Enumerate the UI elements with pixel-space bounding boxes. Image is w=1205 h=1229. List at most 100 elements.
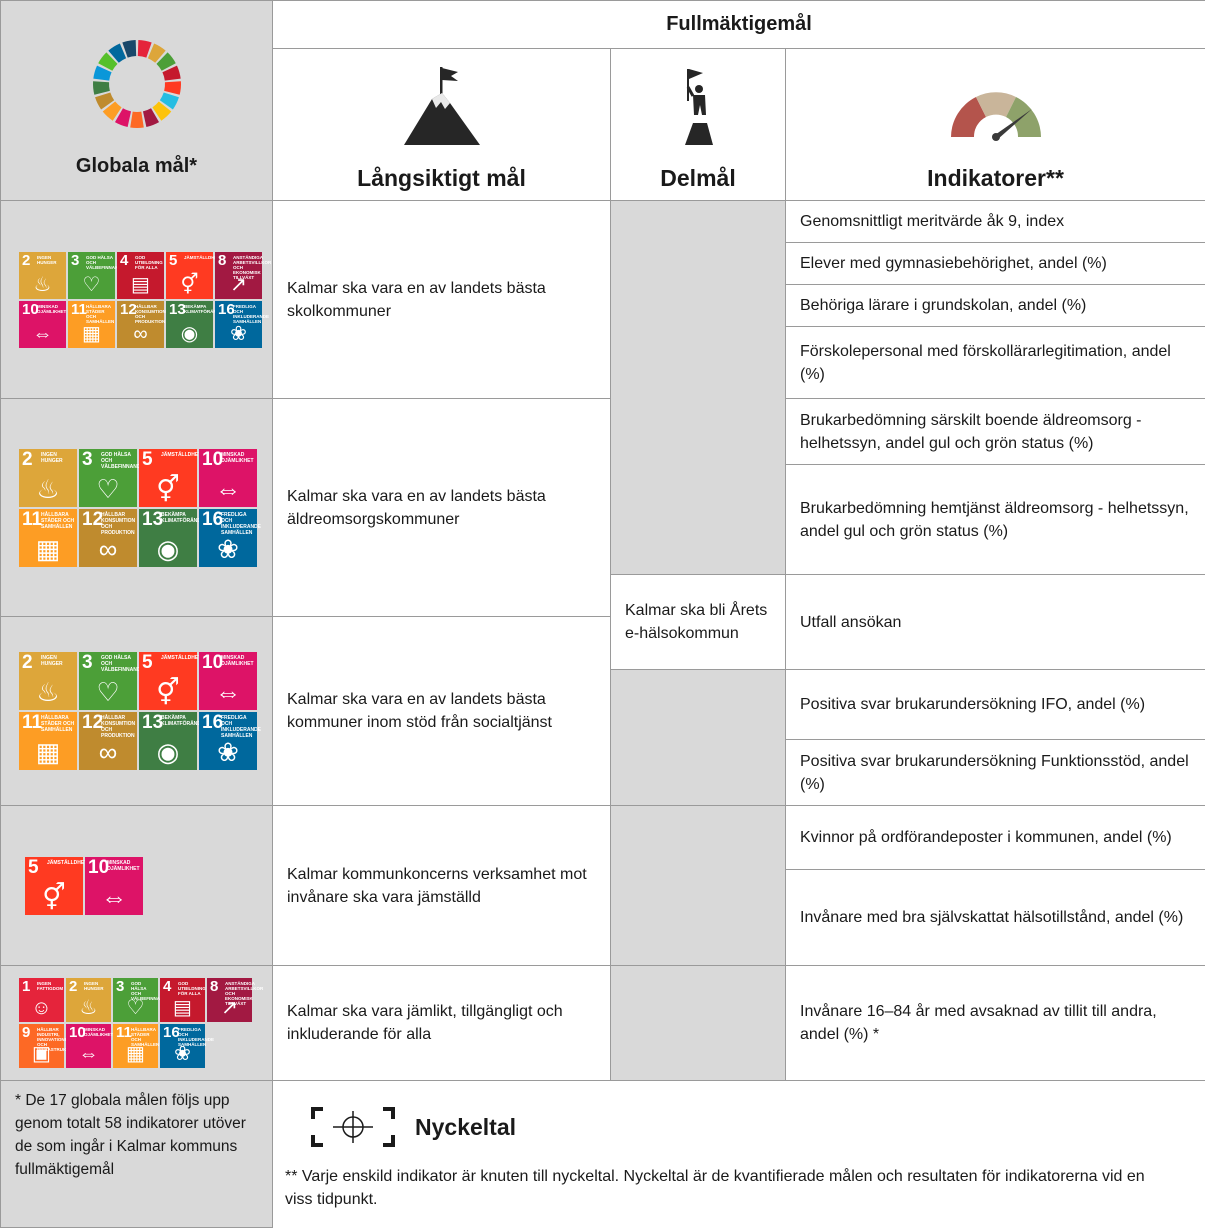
sdg-label: Minskad ojämlikhet: [84, 1027, 114, 1037]
sdg-number: 11: [22, 712, 43, 733]
sdg-wheel-segment: [147, 43, 166, 63]
sdg-number: 12: [82, 508, 104, 530]
sdg-tile-11: 11Hållbara städer och samhällen▦: [113, 1024, 160, 1068]
sdg-cell-row5: 1Ingen fattigdom☺2Ingen hunger♨3God häls…: [0, 965, 273, 1081]
fullmaktige-header: Fullmäktigemål: [271, 0, 1205, 49]
sdg-wheel-segment: [151, 101, 171, 121]
sdg-grid: 2Ingen hunger♨3God hälsa och välbefinnan…: [1, 251, 272, 348]
sdg-label: Hållbara städer och samhällen: [131, 1027, 160, 1047]
sdg-grid: 1Ingen fattigdom☺2Ingen hunger♨3God häls…: [1, 978, 272, 1068]
sdg-label: God hälsa och välbefinnande: [101, 451, 144, 470]
sdg-label: Minskad ojämlikhet: [37, 303, 67, 314]
delmal-cell: Kalmar ska bli Årets e-hälsokommun: [610, 574, 786, 670]
city-icon: ▦: [126, 1043, 145, 1065]
cubes-icon: ▣: [32, 1043, 51, 1065]
sdg-wheel-segment: [163, 81, 181, 95]
sdg-number: 13: [169, 300, 186, 318]
dove-icon: ❀: [230, 322, 247, 345]
sdg-label: Minskad ojämlikhet: [107, 859, 140, 872]
sdg-number: 10: [22, 300, 39, 318]
bowl-icon: ♨: [79, 997, 98, 1019]
city-icon: ▦: [82, 322, 101, 345]
sdg-wheel-segment: [129, 111, 144, 128]
dove-icon: ❀: [217, 533, 239, 564]
gender-icon: ⚥: [42, 881, 66, 912]
sdg-number: 5: [28, 856, 39, 878]
sdg-tile-16: 16Fredliga och inkluderande samhällen❀: [199, 712, 261, 770]
heartbeat-icon: ♡: [126, 997, 145, 1019]
nyckeltal-cell: Nyckeltal ** Varje enskild indikator är …: [273, 1081, 1205, 1228]
sdg-tile-8: 8Anständiga arbetsvillkor och ekonomisk …: [207, 978, 263, 1022]
book-icon: ▤: [173, 997, 192, 1019]
bowl-icon: ♨: [33, 273, 52, 296]
longterm-goal: Kalmar ska vara en av landets bästa äldr…: [272, 398, 611, 617]
sdg-wheel-segment: [142, 108, 159, 127]
sdg-tile-10: 10Minskad ojämlikhet ⇔: [66, 1024, 114, 1068]
sdg-label: Hållbar konsumtion och produktion: [101, 715, 136, 739]
sdg-label: God hälsa och välbefinnande: [86, 254, 125, 270]
indicator-cell: Positiva svar brukarundersökning IFO, an…: [784, 669, 1205, 740]
sdg-number: 2: [22, 448, 33, 470]
longterm-goal: Kalmar ska vara jämlikt, tillgängligt oc…: [272, 965, 611, 1081]
sdg-tile-11: 11Hållbara städer och samhällen▦: [68, 300, 115, 348]
sdg-tile-10: 10Minskad ojämlikhet⇔: [199, 448, 257, 507]
sdg-number: 4: [163, 978, 172, 995]
sdg-tile-2: 2Ingen hunger♨: [19, 448, 77, 507]
indikatorer-header: Indikatorer**: [784, 48, 1205, 201]
infinity-icon: ∞: [98, 737, 118, 767]
sdg-wheel-segment: [121, 40, 136, 58]
bowl-icon: ♨: [36, 677, 60, 707]
dove-icon: ❀: [217, 737, 239, 767]
indicator-cell: Förskolepersonal med förskollärarlegitim…: [784, 326, 1205, 399]
sdg-tile-13: 13Bekämpa klimatförändringarna◉: [139, 712, 228, 770]
sdg-number: 10: [88, 856, 110, 878]
longterm-goal: Kalmar kommunkoncerns verksamhet mot inv…: [272, 805, 611, 966]
sdg-tile-3: 3God hälsa och välbefinnande♡: [79, 448, 144, 507]
gender-icon: ⚥: [156, 677, 180, 707]
indicator-cell: Positiva svar brukarundersökning Funktio…: [784, 739, 1205, 806]
sdg-label: Ingen hunger: [41, 451, 63, 464]
sdg-label: Ingen hunger: [84, 981, 104, 991]
indicator-cell: Utfall ansökan: [784, 574, 1205, 670]
sdg-label: Minskad ojämlikhet: [221, 655, 254, 667]
sdg-number: 3: [116, 978, 125, 995]
city-icon: ▦: [35, 533, 61, 564]
growth-icon: ↗: [230, 273, 247, 296]
sdg-tile-16: 16Fredliga och inkluderande samhällen❀: [160, 1024, 214, 1068]
equality-icon: ⇔: [78, 1043, 99, 1065]
equality-icon: ⇔: [215, 677, 241, 707]
delmal-empty-cell: [610, 200, 786, 575]
family-icon: ☺: [31, 997, 52, 1019]
sdg-label: Fredliga och inkluderande samhällen: [221, 715, 261, 739]
sdg-label: Hållbar konsumtion och produktion: [135, 303, 166, 324]
sdg-label: Fredliga och inkluderande samhällen: [221, 511, 261, 536]
sdg-number: 10: [69, 1024, 86, 1041]
sdg-number: 13: [142, 508, 164, 530]
infinity-icon: ∞: [98, 533, 118, 564]
sdg-label: Jämställdhet: [184, 254, 221, 260]
delmal-empty-cell: [610, 805, 786, 966]
longterm-goal: Kalmar ska vara en av landets bästa komm…: [272, 616, 611, 806]
sdg-grid: 2Ingen hunger♨3God hälsa och välbefinnan…: [1, 652, 269, 770]
longterm-header: Långsiktigt mål: [272, 48, 611, 201]
sdg-grid: 5Jämställdhet⚥10Minskad ojämlikhet⇔: [1, 856, 272, 915]
gender-icon: ⚥: [180, 273, 199, 296]
sdg-number: 3: [82, 448, 93, 470]
sdg-number: 11: [71, 300, 87, 318]
dove-icon: ❀: [174, 1043, 191, 1065]
indicator-cell: Brukarbedömning hemtjänst äldreomsorg - …: [784, 464, 1205, 575]
sdg-number: 5: [169, 251, 178, 269]
nyckeltal-heading: Nyckeltal: [309, 1105, 1205, 1149]
indicator-cell: Invånare med bra självskattat hälsotills…: [784, 869, 1205, 966]
sdg-tile-12: 12Hållbar konsumtion och produktion∞: [79, 508, 137, 567]
sdg-label: Anständiga arbetsvillkor och ekonomisk t…: [233, 254, 272, 280]
sdg-number: 12: [120, 300, 137, 318]
sdg-number: 10: [202, 652, 224, 673]
infinity-icon: ∞: [133, 322, 148, 345]
sdg-label: Jämställdhet: [161, 655, 202, 661]
sdg-tile-4: 4God utbildning för alla▤: [117, 251, 164, 299]
sdg-tile-5: 5 Jämställdhet ⚥: [166, 251, 221, 299]
sdg-label: Bekämpa klimatförändringarna: [161, 715, 228, 727]
eye-earth-icon: ◉: [156, 533, 180, 564]
